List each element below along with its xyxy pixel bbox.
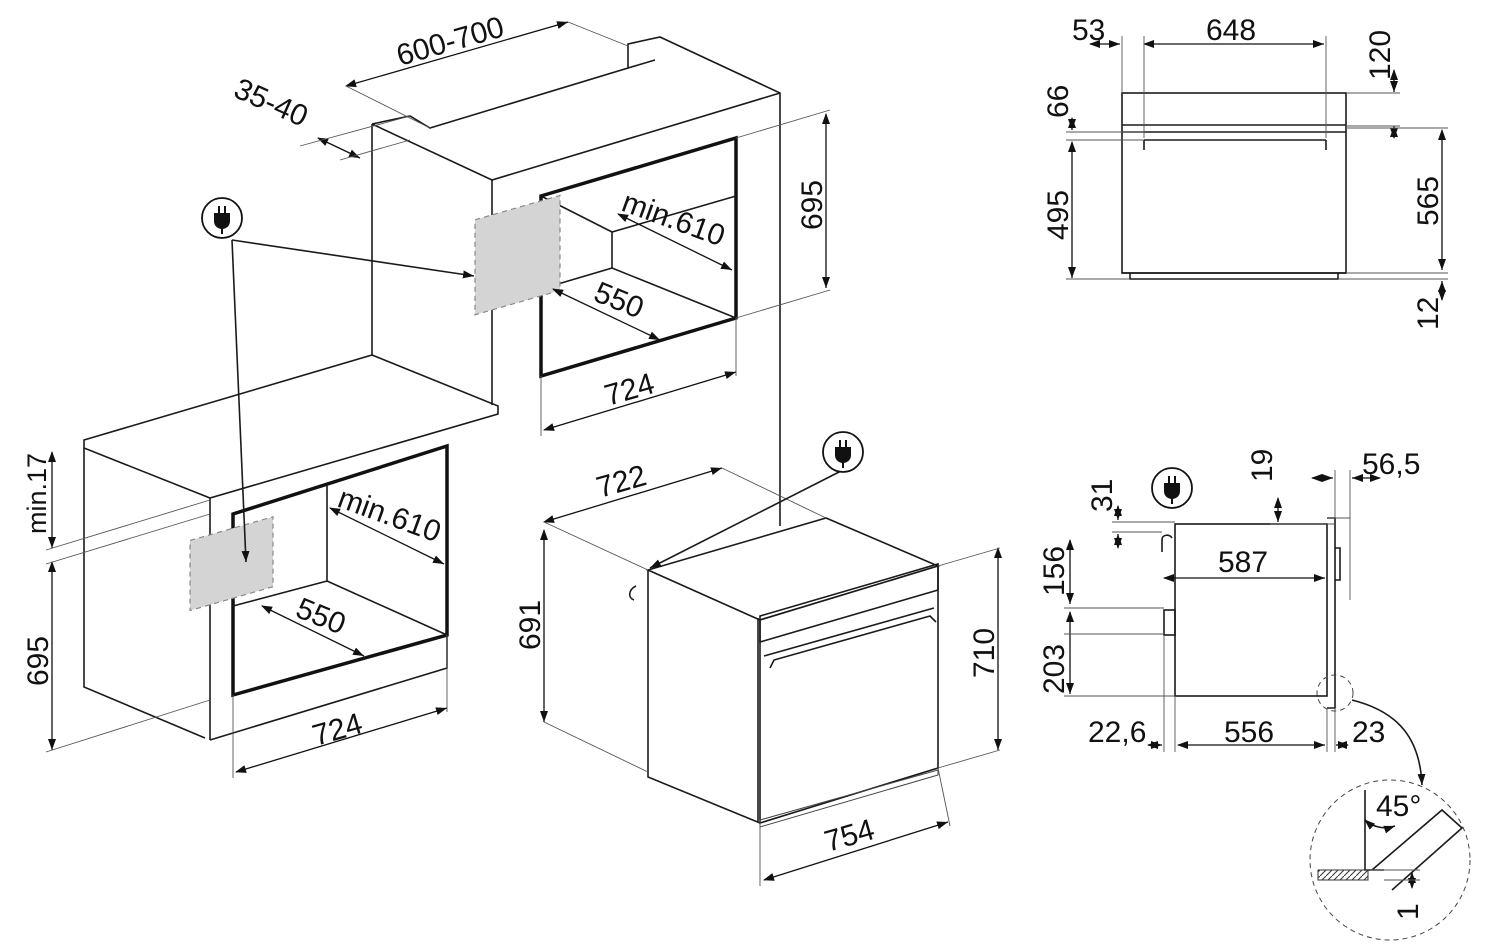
label-front-hinge-gap: 66 (1042, 85, 1075, 118)
label-side-203: 203 (1038, 644, 1071, 694)
label-front-width: 648 (1206, 14, 1256, 47)
label-lower-niche-depth: min.610 (334, 482, 446, 550)
label-side-22-6: 22,6 (1088, 716, 1146, 749)
label-front-top-band: 120 (1364, 30, 1397, 80)
lower-niche (189, 443, 449, 698)
label-side-23: 23 (1352, 716, 1385, 749)
label-detail-gap: 1 (1392, 903, 1425, 920)
label-upper-niche-height: 695 (796, 180, 829, 230)
plug-icon (1151, 467, 1193, 509)
label-side-556: 556 (1224, 716, 1274, 749)
label-side-19: 19 (1246, 449, 1279, 482)
label-front-bottom-gap: 12 (1412, 297, 1445, 330)
label-upper-niche-depth: min.610 (618, 186, 730, 254)
label-detail-angle: 45° (1376, 790, 1421, 823)
label-oven-width-front: 754 (821, 813, 878, 859)
label-lower-niche-inner: 550 (291, 592, 350, 641)
label-lower-niche-height: 695 (22, 636, 55, 686)
label-side-156: 156 (1038, 546, 1071, 596)
dimension-lines (45, 21, 1448, 889)
upper-cabinet (371, 36, 781, 526)
label-lower-niche-width: 724 (309, 707, 366, 753)
plug-icon (201, 197, 243, 239)
side-view (1161, 517, 1426, 786)
label-side-587: 587 (1218, 546, 1268, 579)
oven-3d (628, 517, 941, 828)
label-front-left-offset: 53 (1072, 14, 1105, 47)
label-front-door-height: 495 (1042, 190, 1075, 240)
label-oven-height-side: 691 (514, 600, 547, 650)
label-upper-niche-width: 724 (601, 367, 658, 413)
dimension-labels: 600-700 35-40 695 min.610 550 724 min.17… (22, 11, 1445, 920)
plug-icon (822, 431, 864, 473)
label-depth-range: 600-700 (393, 11, 508, 73)
label-front-total-height: 565 (1412, 176, 1445, 226)
label-gap-range: 35-40 (229, 72, 313, 133)
countertop (83, 354, 499, 741)
label-side-56-5: 56,5 (1362, 448, 1420, 481)
label-oven-height-front: 710 (968, 628, 1001, 678)
label-oven-depth: 722 (593, 459, 650, 505)
label-upper-niche-inner: 550 (589, 276, 648, 325)
label-side-31: 31 (1086, 479, 1119, 512)
front-view (1121, 92, 1347, 280)
label-countertop-min: min.17 (22, 453, 52, 534)
